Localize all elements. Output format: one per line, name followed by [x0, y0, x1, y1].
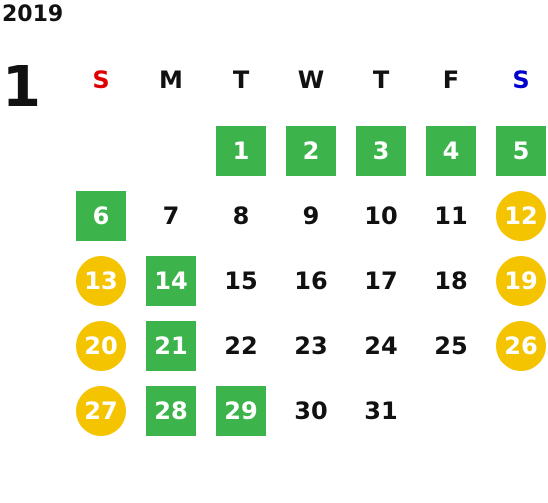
day-number: 6 — [76, 190, 126, 241]
day-cell[interactable]: 21 — [136, 313, 206, 378]
weekday-header-3: W — [297, 66, 325, 94]
day-cell[interactable]: 8 — [206, 183, 276, 248]
day-cell[interactable]: 10 — [346, 183, 416, 248]
weekday-header-5: F — [442, 66, 460, 94]
day-number: 20 — [76, 320, 126, 371]
day-cell[interactable]: 5 — [486, 118, 548, 183]
day-number: 19 — [496, 255, 546, 306]
day-number: 3 — [356, 125, 406, 176]
day-number: 2 — [286, 125, 336, 176]
day-number: 10 — [364, 201, 398, 230]
weekday-header-4: T — [372, 66, 390, 94]
day-number: 16 — [294, 266, 328, 295]
day-cell[interactable]: 15 — [206, 248, 276, 313]
day-cell[interactable]: 20 — [66, 313, 136, 378]
day-number: 12 — [496, 190, 546, 241]
day-cell[interactable]: 18 — [416, 248, 486, 313]
day-number: 31 — [364, 396, 398, 425]
day-number: 5 — [496, 125, 546, 176]
day-cell[interactable]: 14 — [136, 248, 206, 313]
day-cell[interactable]: 25 — [416, 313, 486, 378]
day-number: 26 — [496, 320, 546, 371]
weekday-header-1: M — [159, 66, 183, 94]
day-number: 21 — [146, 320, 196, 371]
day-cell[interactable]: 7 — [136, 183, 206, 248]
day-cell[interactable]: 12 — [486, 183, 548, 248]
day-number: 11 — [434, 201, 468, 230]
day-cell[interactable]: 22 — [206, 313, 276, 378]
day-number: 17 — [364, 266, 398, 295]
day-cell[interactable]: 26 — [486, 313, 548, 378]
day-number: 24 — [364, 331, 398, 360]
day-cell[interactable]: 6 — [66, 183, 136, 248]
day-number: 7 — [162, 201, 180, 230]
day-number: 29 — [216, 385, 266, 436]
day-number: 25 — [434, 331, 468, 360]
day-number: 23 — [294, 331, 328, 360]
day-cell[interactable]: 13 — [66, 248, 136, 313]
weekday-header-6: S — [512, 66, 530, 94]
day-number: 28 — [146, 385, 196, 436]
day-cell[interactable]: 9 — [276, 183, 346, 248]
day-number: 22 — [224, 331, 258, 360]
day-cell[interactable]: 4 — [416, 118, 486, 183]
calendar-month: 1 — [2, 55, 41, 120]
day-number: 27 — [76, 385, 126, 436]
day-cell[interactable]: 30 — [276, 378, 346, 443]
day-cell[interactable]: 3 — [346, 118, 416, 183]
day-cell[interactable]: 27 — [66, 378, 136, 443]
day-number: 14 — [146, 255, 196, 306]
day-cell[interactable]: 1 — [206, 118, 276, 183]
day-cell[interactable]: 29 — [206, 378, 276, 443]
day-cell[interactable]: 28 — [136, 378, 206, 443]
day-cell[interactable]: 19 — [486, 248, 548, 313]
day-number: 30 — [294, 396, 328, 425]
day-cell[interactable]: 31 — [346, 378, 416, 443]
day-number: 18 — [434, 266, 468, 295]
day-cell[interactable]: 11 — [416, 183, 486, 248]
day-number: 15 — [224, 266, 258, 295]
day-number: 8 — [232, 201, 250, 230]
day-number: 13 — [76, 255, 126, 306]
day-number: 4 — [426, 125, 476, 176]
day-number: 9 — [302, 201, 320, 230]
day-cell[interactable]: 16 — [276, 248, 346, 313]
day-cell[interactable]: 24 — [346, 313, 416, 378]
day-cell[interactable]: 17 — [346, 248, 416, 313]
calendar-year: 2019 — [2, 2, 64, 27]
day-cell[interactable]: 2 — [276, 118, 346, 183]
day-number: 1 — [216, 125, 266, 176]
weekday-header-0: S — [92, 66, 110, 94]
day-cell[interactable]: 23 — [276, 313, 346, 378]
weekday-header-2: T — [232, 66, 250, 94]
